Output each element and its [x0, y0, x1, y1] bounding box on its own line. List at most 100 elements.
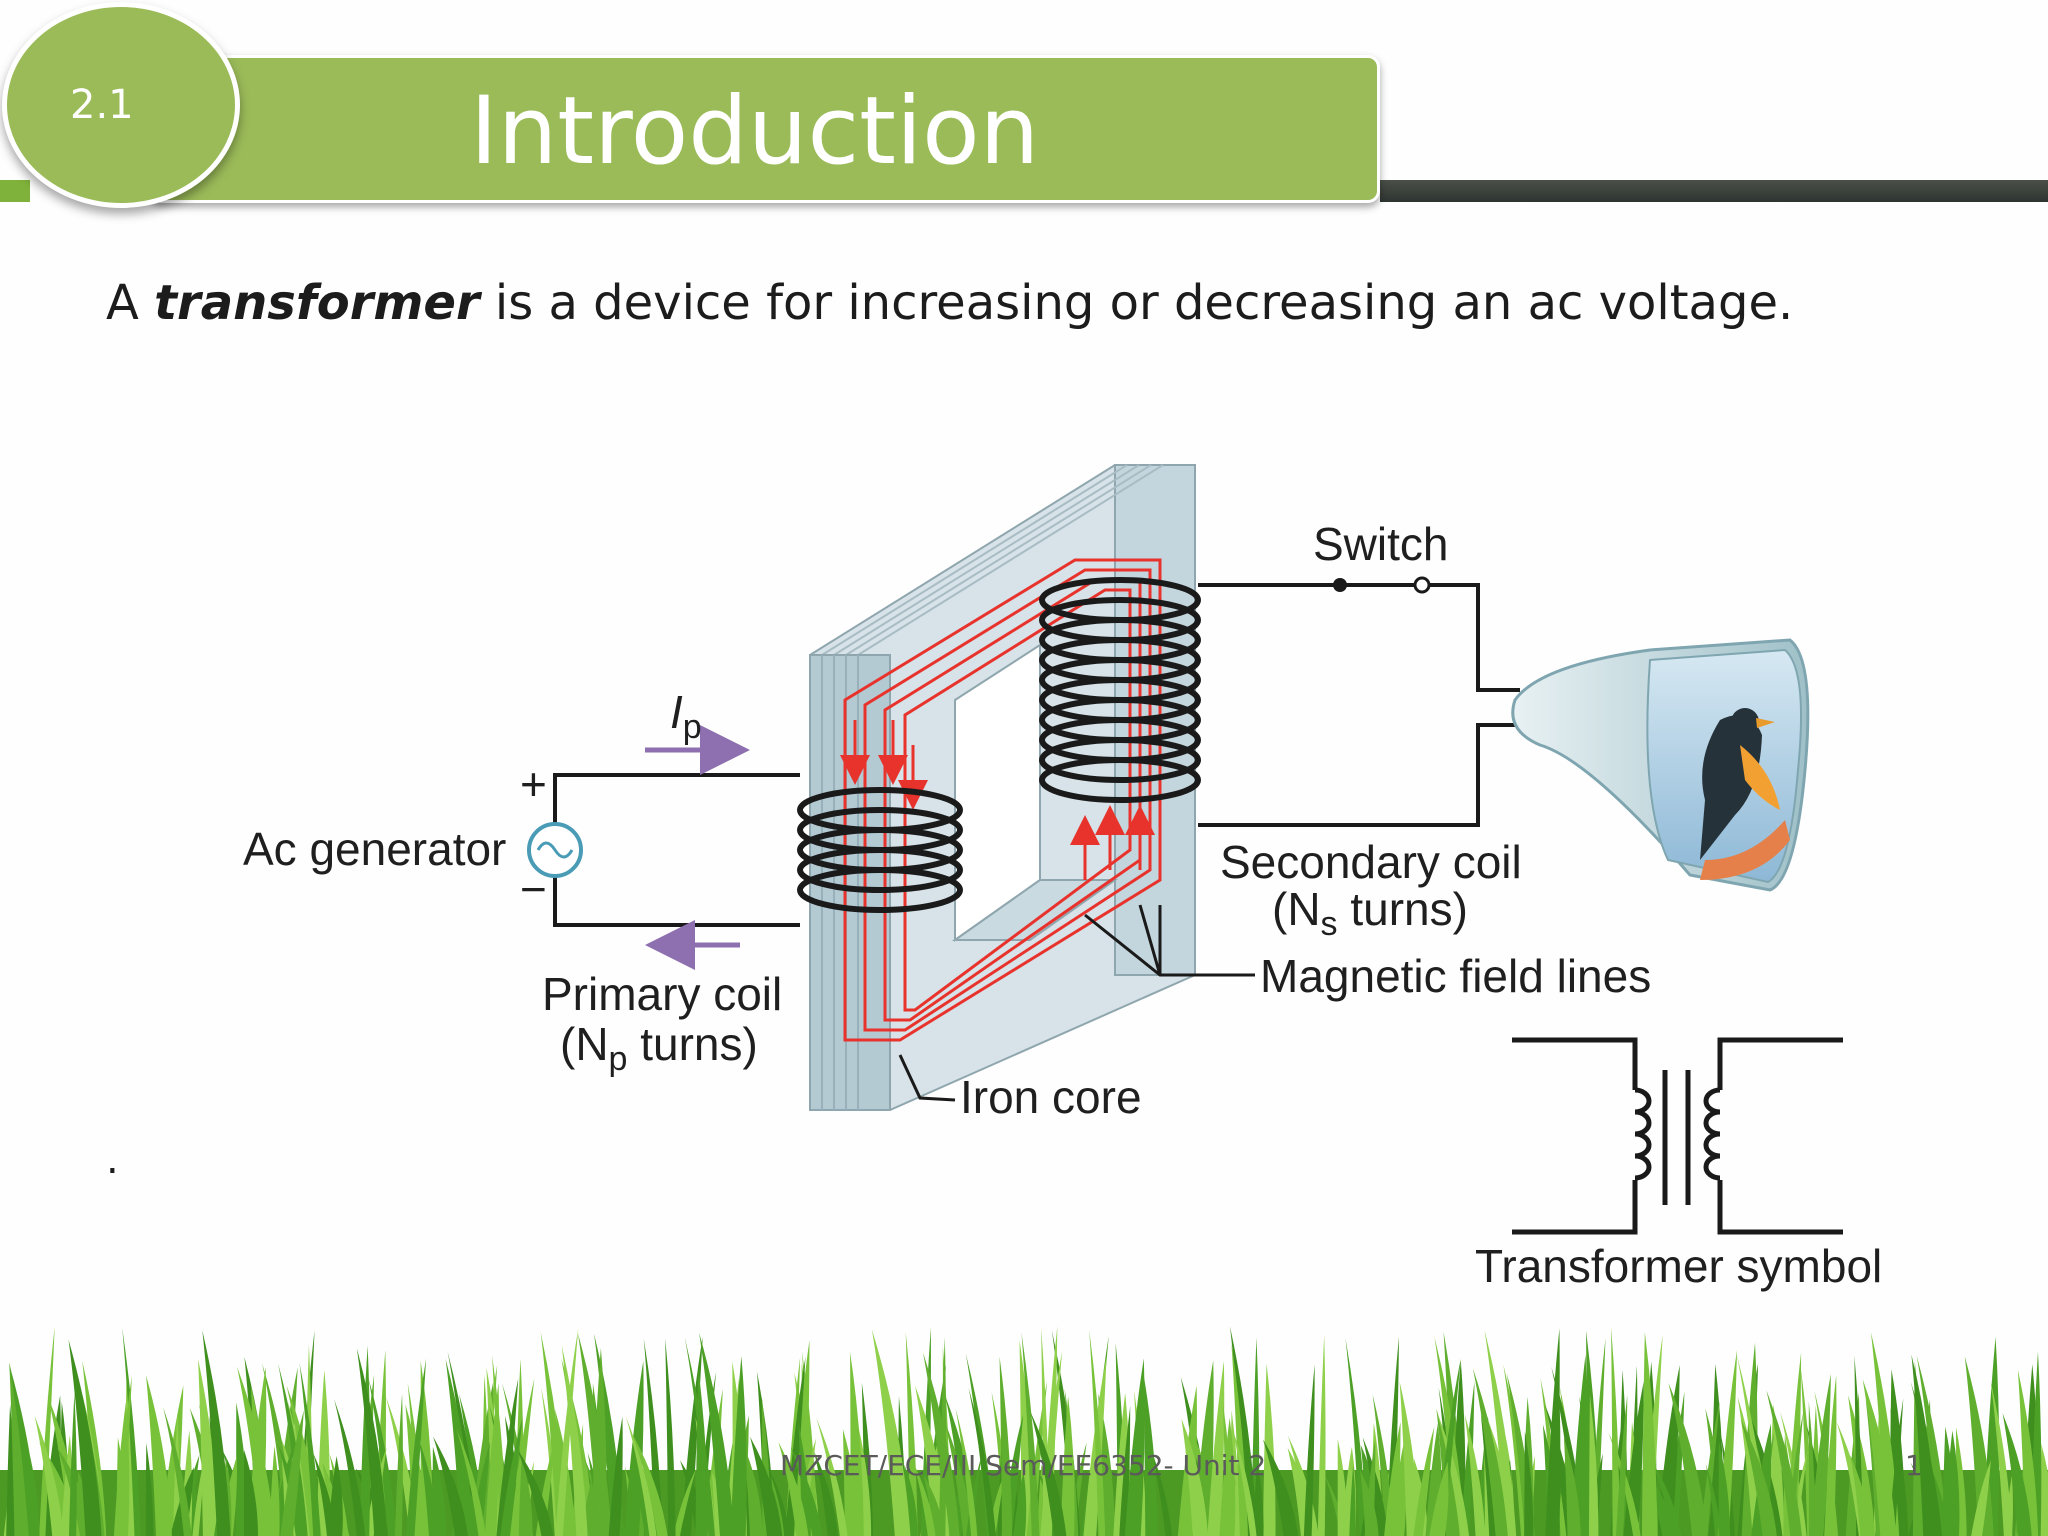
grass-blade	[2005, 1475, 2013, 1536]
intro-term: transformer	[154, 275, 480, 331]
field-lines-leader	[1084, 904, 1255, 977]
grass-blade	[944, 1421, 974, 1536]
grass-blade	[1650, 1459, 1682, 1536]
grass-blade	[356, 1348, 388, 1536]
grass-blade	[673, 1469, 696, 1536]
grass-blade	[591, 1347, 607, 1536]
grass-blade	[1231, 1425, 1257, 1536]
grass-blade	[999, 1356, 1013, 1536]
section-number: 2.1	[70, 82, 134, 128]
grass-blade	[871, 1329, 911, 1536]
grass-blade	[313, 1453, 337, 1536]
grass-blade	[561, 1345, 588, 1536]
grass-blade	[456, 1428, 486, 1536]
grass-blade	[1870, 1332, 1900, 1536]
grass-blade	[1668, 1382, 1708, 1536]
grass-blade	[250, 1386, 271, 1536]
grass-blade	[68, 1392, 77, 1536]
grass-blade	[500, 1416, 523, 1536]
accent-stub	[0, 180, 30, 202]
primary-circuit	[553, 773, 800, 927]
grass-blade	[1808, 1401, 1816, 1536]
grass-blade	[1766, 1390, 1802, 1536]
plus-sign: +	[520, 758, 547, 810]
grass-blade	[9, 1363, 40, 1536]
grass-blade	[778, 1441, 809, 1536]
grass-blade	[1971, 1460, 1991, 1536]
grass-blade	[496, 1378, 519, 1536]
grass-blade	[1013, 1471, 1027, 1536]
grass-blade	[1413, 1426, 1435, 1536]
grass-blade	[665, 1338, 676, 1536]
grass-blade	[2002, 1413, 2032, 1536]
grass-blade	[1021, 1332, 1040, 1536]
grass-blade	[850, 1352, 864, 1536]
grass-blade	[1399, 1381, 1420, 1536]
grass-blade	[1464, 1414, 1486, 1536]
grass-blade	[1718, 1441, 1731, 1536]
grass-blade	[1345, 1338, 1367, 1536]
grass-blade	[516, 1447, 554, 1536]
iron-core-label: Iron core	[960, 1071, 1142, 1123]
grass-blade	[1060, 1396, 1075, 1536]
grass-blade	[122, 1327, 141, 1536]
magnetic-field-lines-label: Magnetic field lines	[1260, 950, 1651, 1002]
grass-blade	[1916, 1355, 1948, 1536]
iron-core-leader	[898, 1054, 956, 1102]
grass-blade	[334, 1399, 366, 1536]
grass-blade	[1150, 1448, 1173, 1536]
grass-blade	[1848, 1395, 1875, 1536]
grass-blade	[1472, 1368, 1508, 1536]
grass-footer	[0, 1326, 2048, 1536]
grass-blade	[1700, 1400, 1720, 1536]
grass-blade	[680, 1336, 703, 1536]
grass-blade	[2041, 1443, 2048, 1536]
grass-blade	[280, 1410, 304, 1536]
grass-blade	[608, 1416, 623, 1536]
magnetic-field-lines	[840, 558, 1162, 1042]
grass-blade	[1337, 1439, 1348, 1536]
grass-blade	[115, 1376, 132, 1536]
grass-blade	[1611, 1327, 1620, 1536]
grass-blade	[1229, 1326, 1258, 1536]
grass-blade	[1616, 1394, 1628, 1536]
current-label: Ip	[670, 686, 702, 746]
grass-blade	[61, 1435, 73, 1536]
grass-blade	[1124, 1358, 1145, 1536]
grass-blade	[1549, 1367, 1561, 1536]
switch-label: Switch	[1313, 518, 1448, 570]
section-badge	[2, 2, 240, 208]
transformer-symbol-label: Transformer symbol	[1475, 1240, 1882, 1292]
primary-coil	[797, 787, 963, 913]
grass-blade	[1990, 1382, 2013, 1536]
grass-blade	[1262, 1363, 1276, 1536]
grass-blade	[192, 1455, 205, 1536]
grass-blade	[518, 1457, 533, 1536]
grass-blade	[243, 1449, 258, 1536]
grass-blade	[643, 1338, 663, 1536]
grass-blade	[699, 1332, 735, 1536]
grass-blade	[938, 1336, 947, 1536]
grass-blade	[39, 1326, 55, 1536]
grass-blade	[923, 1475, 945, 1536]
grass-blade	[68, 1339, 102, 1536]
grass-blade	[813, 1451, 839, 1536]
grass-blade	[1083, 1356, 1107, 1536]
slide-title: Introduction	[470, 77, 1040, 186]
minus-sign: −	[520, 863, 547, 915]
secondary-circuit	[1198, 583, 1520, 827]
primary-turns-label: (Np turns)	[560, 1018, 758, 1078]
grass-blade	[913, 1462, 936, 1536]
grass-blade	[1588, 1394, 1599, 1536]
grass-blade	[368, 1378, 397, 1536]
grass-blade	[1384, 1421, 1401, 1536]
grass-blade	[1143, 1373, 1158, 1536]
grass-blade	[299, 1363, 321, 1536]
grass-blade	[905, 1332, 918, 1536]
grass-blade	[1705, 1463, 1722, 1536]
grass-blade	[816, 1417, 848, 1536]
grass-blade	[146, 1375, 172, 1536]
grass-blade	[1850, 1455, 1872, 1536]
grass-blade	[1862, 1379, 1897, 1536]
